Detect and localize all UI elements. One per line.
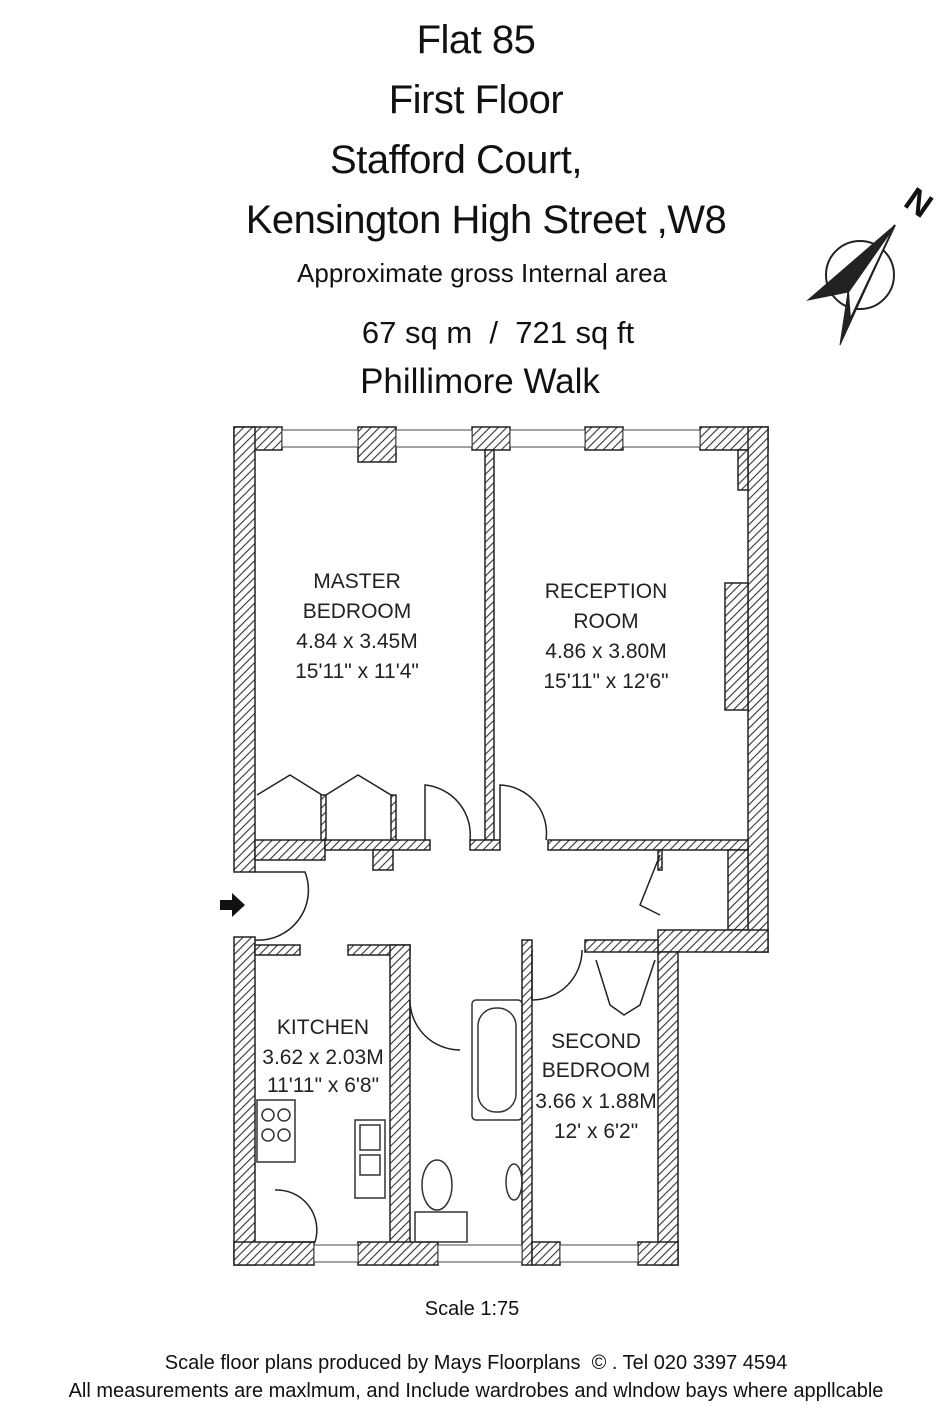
title-street: Kensington High Street ,W8: [245, 198, 727, 242]
svg-text:15'11" x 11'4": 15'11" x 11'4": [295, 660, 419, 683]
north-label: N: [897, 180, 939, 225]
title-flat: Flat 85: [416, 18, 536, 62]
room-reception: RECEPTION ROOM 4.86 x 3.80M 15'11" x 12'…: [543, 580, 668, 693]
basin-icon: [505, 1163, 523, 1201]
svg-text:15'11" x 12'6": 15'11" x 12'6": [543, 670, 668, 693]
room-second-bedroom: SECOND BEDROOM 3.66 x 1.88M 12' x 6'2": [535, 1030, 656, 1143]
area-value: 67 sq m / 721 sq ft: [361, 315, 635, 350]
svg-text:3.62 x 2.03M: 3.62 x 2.03M: [262, 1046, 383, 1069]
north-arrow-icon: N: [806, 180, 939, 346]
svg-text:12' x 6'2": 12' x 6'2": [554, 1120, 638, 1143]
svg-text:MASTER: MASTER: [313, 570, 401, 593]
title-floor: First Floor: [388, 78, 564, 122]
entrance-arrow-icon: [220, 893, 245, 917]
svg-text:ROOM: ROOM: [573, 610, 638, 633]
svg-text:11'11" x 6'8": 11'11" x 6'8": [267, 1074, 379, 1097]
room-master-bedroom: MASTER BEDROOM 4.84 x 3.45M 15'11" x 11'…: [295, 570, 419, 683]
scale-label: Scale 1:75: [424, 1298, 520, 1320]
hob-icon: [256, 1099, 296, 1163]
sink-icon: [354, 1119, 386, 1199]
area-caption: Approximate gross Internal area: [297, 258, 667, 288]
svg-text:SECOND: SECOND: [551, 1030, 641, 1053]
toilet-icon: [421, 1159, 453, 1211]
disclaimer-text: All measurements are maxlmum, and Includ…: [68, 1380, 884, 1402]
doors: [254, 774, 661, 1243]
walls: [233, 426, 769, 1266]
svg-text:KITCHEN: KITCHEN: [277, 1016, 369, 1039]
fixtures: [256, 999, 523, 1243]
room-kitchen: KITCHEN 3.62 x 2.03M 11'11" x 6'8": [262, 1016, 383, 1097]
svg-text:BEDROOM: BEDROOM: [303, 600, 412, 623]
svg-text:4.84 x 3.45M: 4.84 x 3.45M: [296, 630, 417, 653]
svg-text:BEDROOM: BEDROOM: [542, 1059, 651, 1082]
svg-text:4.86 x 3.80M: 4.86 x 3.80M: [545, 640, 666, 663]
svg-text:3.66 x 1.88M: 3.66 x 1.88M: [535, 1090, 656, 1113]
credit-text: Scale floor plans produced by Mays Floor…: [164, 1352, 788, 1374]
street-name: Phillimore Walk: [360, 362, 600, 401]
svg-text:RECEPTION: RECEPTION: [545, 580, 668, 603]
title-building: Stafford Court,: [330, 138, 582, 182]
